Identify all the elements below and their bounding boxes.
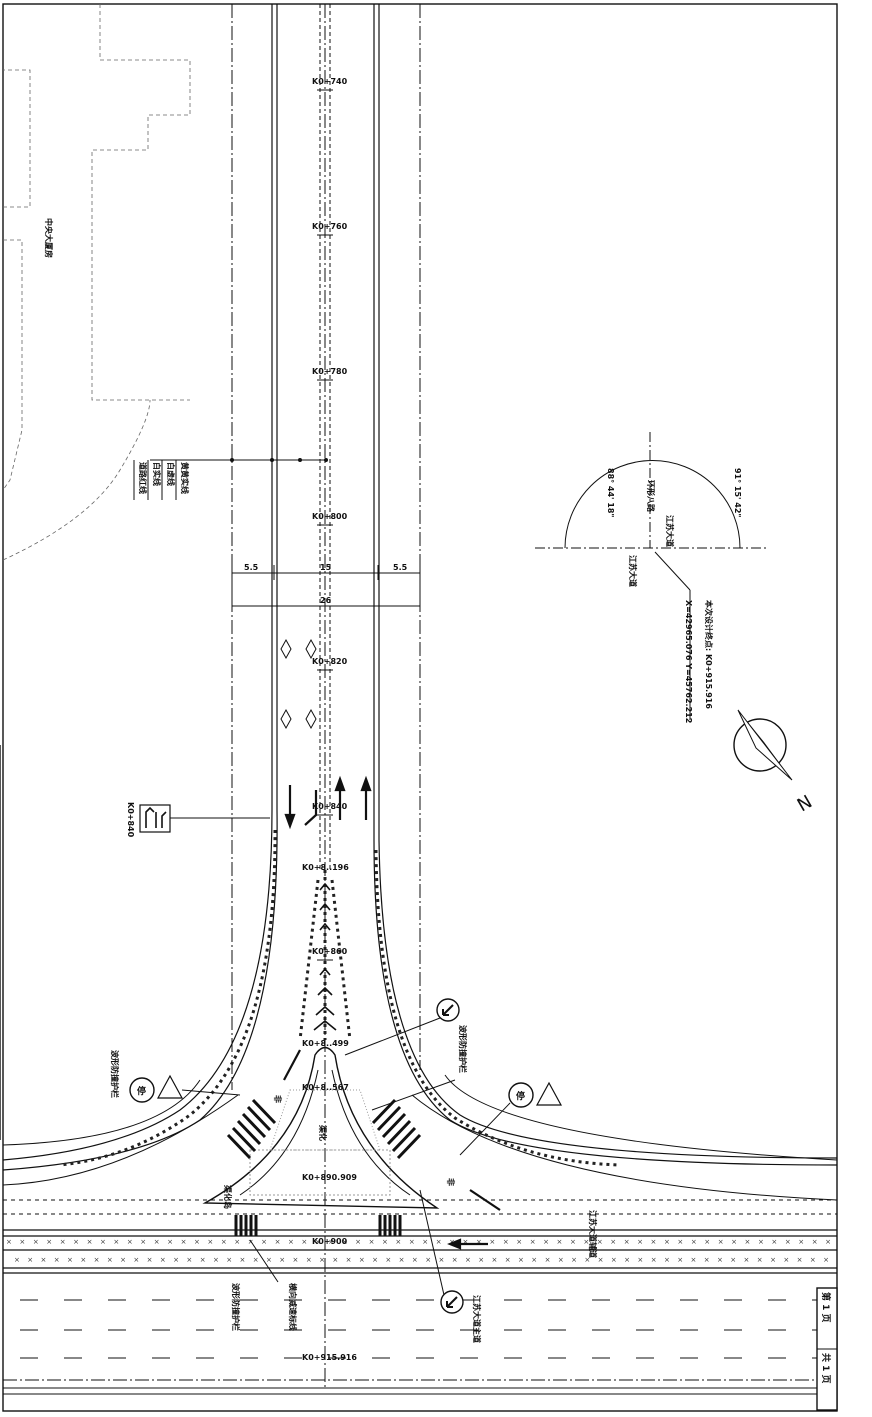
angle-diagram: 91° 15' 42" 88° 44' 18" 江苏大道 江苏大道 环形八路 本… — [535, 432, 768, 723]
round-sign-bottom — [419, 1189, 464, 1314]
sheet-total: 共 1 页 — [820, 1353, 832, 1384]
stop-line-label: 横向减速标线 — [288, 1283, 298, 1331]
dimension-lines: 5.5 15 5.5 26 — [231, 563, 421, 612]
guardrail-bottom: 波形防撞护栏 — [231, 1283, 241, 1331]
station-840: K0+840 — [312, 802, 348, 811]
design-point-line1: 本次设计终点: K0+915.916 — [704, 599, 714, 709]
station-special-2: K0+8..499 — [302, 1039, 349, 1048]
arc-road-b: 江苏大道 — [628, 555, 638, 587]
station-780: K0+780 — [312, 367, 348, 376]
stop-sign-right-text: 停 — [516, 1090, 525, 1102]
guardrail-left: 波形防撞护栏 — [110, 1050, 120, 1098]
station-labels: K0+740 K0+760 K0+780 K0+800 K0+820 K0+84… — [302, 77, 357, 1362]
legend-item-1: 黄黄实线 — [180, 462, 190, 494]
north-label: N — [794, 791, 816, 816]
stop-sign-left: 停 — [129, 1074, 241, 1103]
main-road — [3, 1199, 837, 1395]
station-740: K0+740 — [312, 77, 348, 86]
legend-item-2: 白虚线 — [166, 462, 176, 486]
diamond-markings — [280, 638, 317, 730]
round-sign-top — [344, 998, 460, 1056]
sheet-box: 第 1 页 共 1 页 — [816, 1287, 838, 1411]
channel-island — [202, 1046, 440, 1209]
north-arrow: N — [733, 709, 816, 816]
station-800: K0+800 — [312, 512, 348, 521]
lane-sign: K0+840 — [126, 802, 270, 838]
angle-left: 88° 44' 18" — [606, 468, 615, 518]
curb-flare — [2, 809, 838, 1201]
median-strip: × × × × × × × × × × × × × × × × × × × × … — [6, 1238, 831, 1264]
hatched-bands — [59, 829, 621, 1167]
island-label-a: 渠化 — [318, 1124, 328, 1141]
svg-text:× × × × × × × × × × × × × × ×: × × × × × × × × × × × × × × × × × × × × … — [6, 1238, 831, 1246]
road-main-label: 江苏大道主道 — [472, 1295, 482, 1343]
arrow-label-left: 非 — [273, 1095, 283, 1103]
station-special-4: K0+890.909 — [302, 1173, 357, 1182]
chevrons — [313, 882, 337, 1031]
angle-right: 91° 15' 42" — [733, 468, 742, 518]
dim-right-walk: 5.5 — [393, 563, 408, 572]
legend-item-4: 道路红线 — [138, 462, 148, 494]
island-label-b: 渠化岛 — [223, 1184, 233, 1209]
legend-item-3: 白实线 — [152, 462, 162, 486]
svg-text:× × × × × × × × × × × × × × ×: × × × × × × × × × × × × × × × × × × × × … — [14, 1256, 829, 1264]
sheet-page: 第 1 页 — [820, 1292, 832, 1323]
station-special-3: K0+8..567 — [302, 1083, 349, 1092]
design-point-line2: X=42965.076 Y=45762.212 — [684, 600, 693, 723]
station-special-1: K0+8..196 — [302, 863, 349, 872]
stop-sign-left-text: 停 — [137, 1085, 146, 1097]
building-outline — [2, 4, 191, 561]
station-special-6: K0+915.916 — [302, 1353, 357, 1362]
station-special-5: K0+900 — [312, 1237, 348, 1246]
marking-legend: 黄黄实线 白虚线 白实线 道路红线 — [133, 458, 328, 500]
lane-arrows — [283, 775, 501, 1250]
crosswalks — [226, 1098, 422, 1236]
road-lines — [0, 4, 421, 1390]
guardrail-right: 波形防撞护栏 — [458, 1025, 468, 1073]
road-aux-label: 江苏大道辅道 — [588, 1210, 598, 1258]
dim-roadway: 15 — [320, 563, 332, 572]
arc-center-label: 环形八路 — [646, 480, 656, 513]
arc-road-a: 江苏大道 — [665, 515, 675, 547]
dim-left-walk: 5.5 — [244, 563, 259, 572]
annotations: 波形防撞护栏 波形防撞护栏 波形防撞护栏 横向减速标线 渠化 渠化岛 非 非 江… — [110, 1025, 598, 1343]
station-860: K0+860 — [312, 947, 348, 956]
station-820: K0+820 — [312, 657, 348, 666]
lane-sign-station: K0+840 — [126, 802, 135, 838]
station-760: K0+760 — [312, 222, 348, 231]
arrow-label-right: 非 — [446, 1178, 456, 1186]
dim-total: 26 — [320, 596, 332, 605]
stop-sign-right: 停 — [459, 1081, 563, 1156]
building-label: 中央大厦房 — [44, 218, 54, 258]
